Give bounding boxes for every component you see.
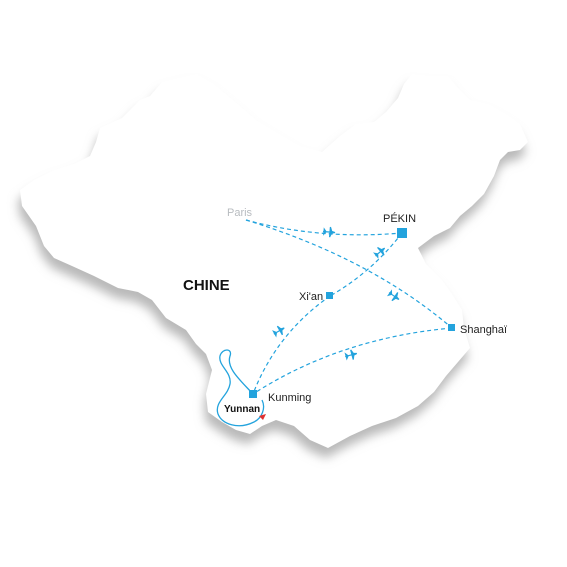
airplane-icon: [272, 325, 285, 338]
yunnan-circuit: [216, 349, 265, 427]
markers: [249, 228, 455, 420]
airplane-icon: [386, 289, 400, 302]
kunming-marker: [249, 390, 257, 398]
airplane-icon: [373, 246, 386, 259]
city-label-kunming: Kunming: [268, 392, 311, 404]
route-paris-pekin: [245, 219, 403, 236]
city-label-pekin: PÉKIN: [383, 212, 416, 225]
region-label-yunnan: Yunnan: [224, 404, 260, 415]
city-label-paris: Paris: [227, 207, 253, 219]
route-xian-kunming: [252, 295, 331, 395]
shanghai-marker: [448, 324, 455, 331]
triangle-marker-icon: [259, 414, 266, 420]
routes: [216, 219, 453, 427]
route-shanghai-kunming: [252, 327, 453, 395]
airplanes: [272, 226, 400, 361]
airplane-icon: [344, 349, 358, 361]
city-label-shanghai: Shanghaï: [460, 324, 508, 336]
city-label-xian: Xi'an: [299, 291, 323, 303]
country-label: CHINE: [183, 277, 230, 294]
route-pekin-xian: [329, 232, 403, 297]
xian-marker: [326, 292, 333, 299]
route-paris-shanghai: [245, 219, 453, 329]
pekin-marker: [397, 228, 407, 238]
airplane-icon: [322, 226, 336, 238]
